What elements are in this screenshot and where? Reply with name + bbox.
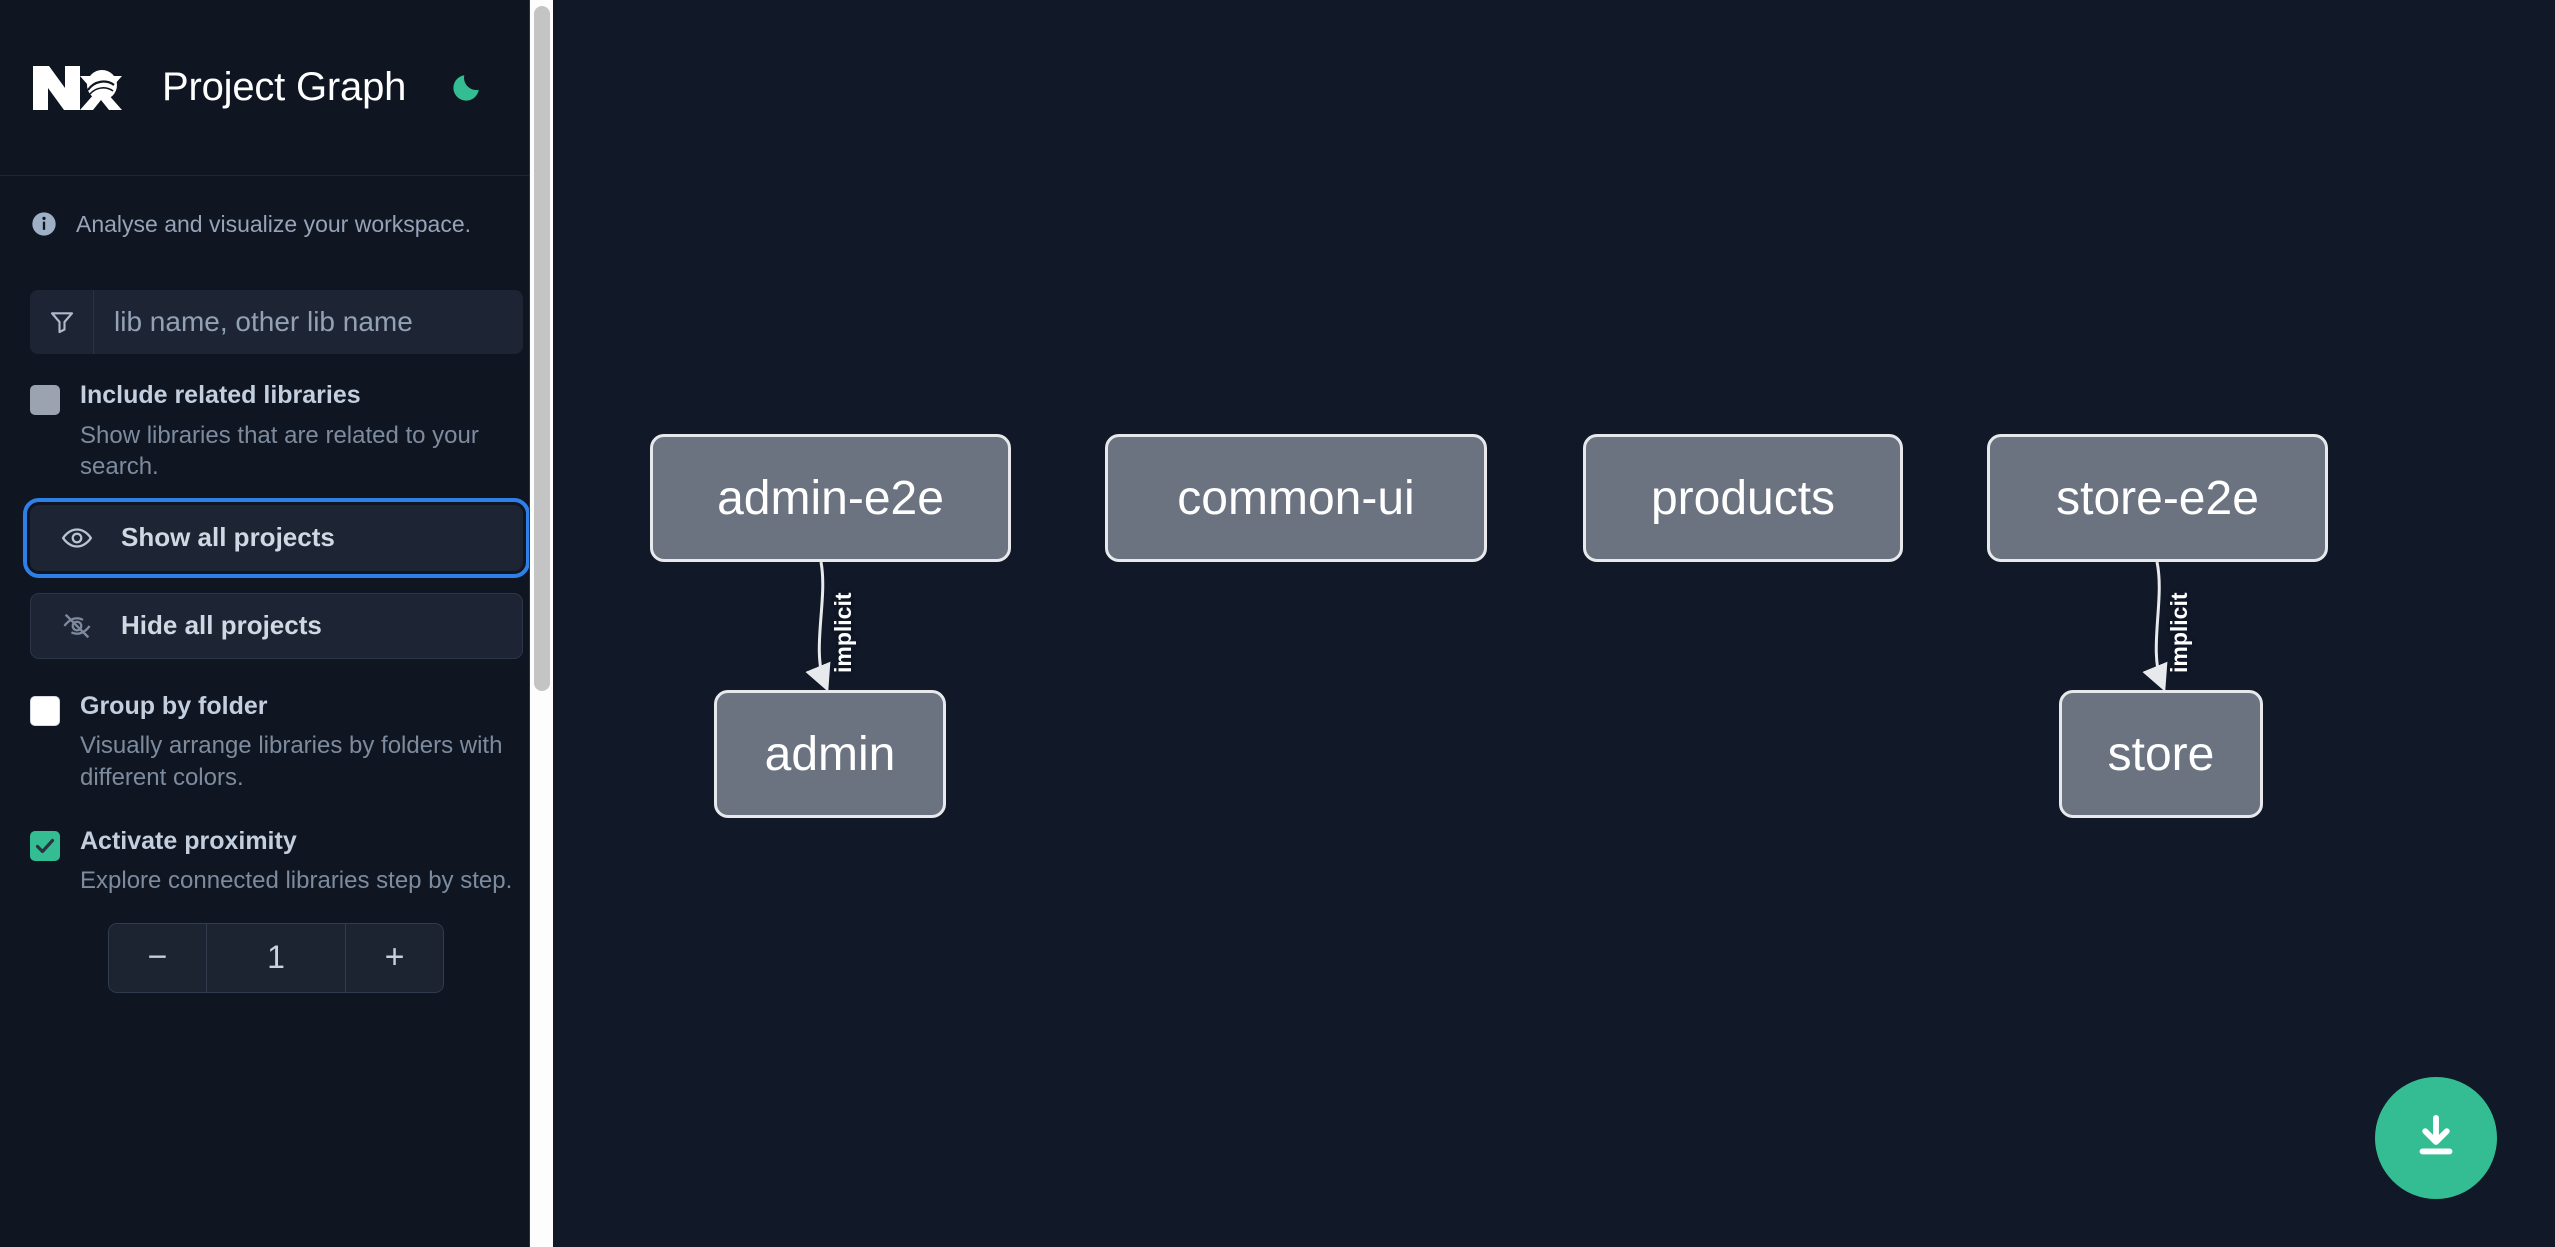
filter-icon <box>30 290 94 354</box>
option-group-by-folder[interactable]: Group by folder Visually arrange librari… <box>0 659 553 794</box>
proximity-decrement-button[interactable]: − <box>109 923 207 992</box>
workspace-hint: Analyse and visualize your workspace. <box>0 176 553 268</box>
option-description: Show libraries that are related to your … <box>80 421 479 481</box>
search-field[interactable] <box>30 290 523 354</box>
show-all-projects-label: Show all projects <box>121 522 335 553</box>
moon-icon[interactable] <box>446 68 486 108</box>
info-icon <box>30 210 58 238</box>
eye-icon <box>59 520 95 556</box>
hide-all-projects-label: Hide all projects <box>121 610 322 641</box>
proximity-increment-button[interactable]: + <box>345 923 443 992</box>
group-by-folder-checkbox[interactable] <box>30 695 60 726</box>
option-description: Visually arrange libraries by folders wi… <box>80 732 503 792</box>
option-title: Group by folder <box>80 691 268 720</box>
graph-node-store-e2e[interactable]: store-e2e <box>1987 434 2328 562</box>
edge-label-store-implicit: implicit <box>2166 592 2192 673</box>
option-text-group: Include related libraries Show libraries… <box>80 381 523 483</box>
show-all-projects-button[interactable]: Show all projects <box>23 497 530 578</box>
download-graph-button[interactable] <box>2375 1077 2497 1199</box>
graph-node-products[interactable]: products <box>1583 434 1903 562</box>
nx-logo-icon <box>28 56 126 120</box>
graph-node-store[interactable]: store <box>2059 690 2263 818</box>
sidebar-scrollbar-thumb[interactable] <box>534 6 550 691</box>
graph-node-common-ui[interactable]: common-ui <box>1105 434 1487 562</box>
workspace-hint-text: Analyse and visualize your workspace. <box>76 210 472 237</box>
graph-node-admin[interactable]: admin <box>714 690 946 818</box>
edge-label-admin-implicit: implicit <box>830 592 856 673</box>
edge-store-e2e-to-store <box>2142 561 2168 692</box>
visibility-button-group: Show all projects Hide all projects <box>0 483 553 659</box>
eye-off-icon <box>59 608 95 644</box>
option-title: Activate proximity <box>80 826 297 855</box>
option-text-group: Group by folder Visually arrange librari… <box>80 691 523 794</box>
sidebar: Project Graph Analyse and visualize your… <box>0 0 553 1247</box>
option-text-group: Activate proximity Explore connected lib… <box>80 826 523 897</box>
hide-all-projects-button[interactable]: Hide all projects <box>30 592 523 659</box>
include-related-libraries-checkbox[interactable] <box>30 385 60 415</box>
option-title: Include related libraries <box>80 381 361 409</box>
edge-admin-e2e-to-admin <box>805 561 831 692</box>
sidebar-body: Analyse and visualize your workspace. In… <box>0 176 553 993</box>
proximity-value: 1 <box>207 923 345 992</box>
graph-node-admin-e2e[interactable]: admin-e2e <box>650 434 1011 562</box>
option-activate-proximity[interactable]: Activate proximity Explore connected lib… <box>0 794 553 897</box>
graph-canvas[interactable]: implicit implicit admin-e2e common-ui pr… <box>553 0 2555 1247</box>
proximity-stepper: − 1 + <box>108 922 444 993</box>
sidebar-scrollbar[interactable] <box>529 0 553 1247</box>
activate-proximity-checkbox[interactable] <box>30 830 60 861</box>
option-description: Explore connected libraries step by step… <box>80 867 513 895</box>
download-icon <box>2409 1110 2463 1167</box>
option-include-related-libraries[interactable]: Include related libraries Show libraries… <box>0 354 553 483</box>
sidebar-header: Project Graph <box>0 0 553 176</box>
page-title: Project Graph <box>162 65 407 109</box>
search-input[interactable] <box>94 290 523 354</box>
